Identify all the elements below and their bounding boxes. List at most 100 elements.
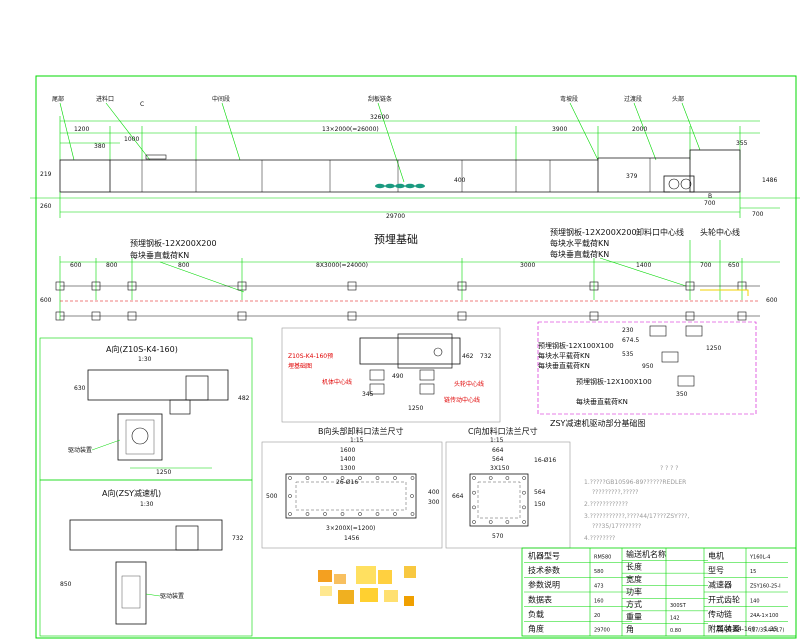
dim-2000: 2000 [632, 126, 647, 133]
embedded-plates [55, 281, 747, 321]
embedded-plate [589, 311, 599, 321]
view-b-h500: 500 [266, 493, 278, 500]
bolt-hole [288, 512, 292, 516]
bolt-hole [410, 494, 414, 498]
embedded-plate [127, 281, 137, 291]
label-sprocket: 弯坡段 [560, 95, 578, 103]
bolt-hole [323, 512, 327, 516]
tb-mid-row-label: 方式 [626, 599, 642, 609]
fdim-3000: 3000 [520, 262, 535, 269]
tb-left-row-label: 数据表 [528, 594, 552, 604]
foundation-plan: 预埋基础 预埋钢板-12X200X200 每块垂直载荷KN 预埋钢板-12X20… [40, 227, 780, 321]
dim-400: 400 [454, 177, 466, 184]
view-c-title: C向加料口法兰尺寸 [468, 426, 538, 436]
view-b-bottom: 3×200X(=1200) [326, 525, 375, 532]
dim-355: 355 [736, 140, 748, 147]
dim-middle-span: 13×2000(=26000) [322, 126, 379, 133]
bolt-hole [340, 512, 345, 516]
dim-700: 700 [704, 200, 716, 207]
head-section [689, 149, 741, 193]
outlet-centerline-label: 卸料口中心线 [636, 227, 684, 237]
technical-notes: ? ? ? ? 1.?????GB10596-89??????REDLER ??… [584, 465, 689, 542]
tb-left-row-value: 29700 [594, 628, 610, 634]
view-b-w1300: 1300 [340, 465, 355, 472]
label-marker-b: B [708, 193, 712, 200]
plate-left-spec: 预埋钢板-12X200X200 [130, 238, 217, 248]
embedded-plate [347, 281, 357, 291]
tb-right-row-value: ZSY160-25-I [750, 584, 781, 590]
bolt-hole [410, 512, 415, 516]
drawing-code: Z10B-K4-160 [716, 626, 756, 633]
view-c-b570: 570 [492, 533, 504, 540]
bolt-hole [488, 520, 493, 524]
tb-mid-row-value: 0.80 [670, 628, 681, 634]
tb-mid-row-label: 角 [626, 624, 634, 634]
elevation-view: 尾部 进料口 C 中间段 刮板链条 弯坡段 过渡段 头部 [30, 95, 800, 220]
view-a1-drive-label: 驱动装置 [68, 446, 92, 454]
tail-section [59, 159, 111, 193]
scraper-chain [375, 183, 425, 189]
bolt-hole [522, 520, 526, 524]
view-a2-title: A向(ZSY减速机) [102, 488, 161, 498]
tb-mid-row-value: 142 [670, 616, 680, 622]
bolt-hole [472, 476, 476, 480]
tb-right-row-label: 开式齿轮 [708, 594, 740, 604]
view-a1: A向(Z10S-K4-160) 1:30 630 482 1250 驱动装置 [39, 337, 253, 481]
bolt-hole [505, 476, 510, 480]
view-b-w1600: 1600 [340, 447, 355, 454]
detail-caption-a: Z10S-K4-160预 [288, 352, 333, 360]
detail-dim-462: 462 [462, 353, 474, 360]
detail-dim-490: 490 [392, 373, 404, 380]
dim-380: 380 [94, 143, 106, 150]
bolt-hole [323, 476, 327, 480]
label-transition: 过渡段 [624, 95, 642, 103]
zsy-plate-e: 每块垂直载荷KN [576, 397, 628, 406]
bolt-hole [472, 505, 476, 510]
view-a2-scale: 1:30 [140, 501, 154, 508]
tb-left-row-label: 技术参数 [528, 565, 560, 575]
flange-b-holes [288, 476, 415, 516]
tb-right-row-value: (17/35,44/17) [750, 628, 784, 634]
view-b-h400: 400 [428, 489, 440, 496]
zsy-dim-674: 674.5 [622, 337, 639, 344]
label-head: 头部 [672, 95, 684, 103]
zsy-dim-535: 535 [622, 351, 634, 358]
dim-29700: 29700 [386, 213, 405, 220]
zsy-foundation: 预埋钢板-12X100X100 每块水平载荷KN 每块垂直载荷KN 预埋钢板-1… [537, 321, 757, 428]
label-marker-c: C [140, 101, 144, 108]
view-b-h300: 300 [428, 499, 440, 506]
notes-line-2: ?????????,????? [592, 489, 639, 496]
view-b-scale: 1:15 [350, 437, 364, 444]
foundation-detail: Z10S-K4-160预 埋基础图 机体中心线 头轮中心线 链传动中心线 462… [281, 327, 501, 423]
embedded-plate [55, 311, 65, 321]
bolt-hole [288, 494, 292, 498]
tb-left-row-value: 473 [594, 584, 604, 590]
bolt-hole [375, 476, 380, 480]
view-c-holes: 16-Ø16 [534, 457, 556, 464]
tb-left-row-label: 负载 [528, 609, 544, 619]
tb-right-row-label: 附属装置 [708, 624, 740, 634]
view-c-w664: 664 [492, 447, 504, 454]
dim-700b: 700 [752, 211, 764, 218]
notes-line-5: ???35/17??????? [592, 523, 641, 530]
plate-right-vload: 每块垂直载荷KN [550, 249, 609, 259]
tb-right-row-label: 电机 [708, 550, 724, 560]
detail-caption-b: 埋基础图 [288, 362, 312, 370]
bolt-hole [522, 505, 526, 510]
bolt-hole [505, 520, 510, 524]
notes-line-1: 1.?????GB10596-89??????REDLER [584, 479, 686, 486]
bolt-hole [358, 476, 362, 480]
dim-379: 379 [626, 173, 638, 180]
notes-heading: ? ? ? ? [660, 465, 678, 472]
label-inlet: 进料口 [96, 95, 114, 103]
fdim-800b: 800 [178, 262, 190, 269]
dim-3900: 3900 [552, 126, 567, 133]
embedded-plate [91, 311, 101, 321]
head-centerline-label: 头轮中心线 [700, 227, 740, 237]
tb-right-row-value: Y160L-4 [749, 554, 770, 560]
foundation-title: 预埋基础 [374, 233, 418, 246]
view-b-w1400: 1400 [340, 456, 355, 463]
